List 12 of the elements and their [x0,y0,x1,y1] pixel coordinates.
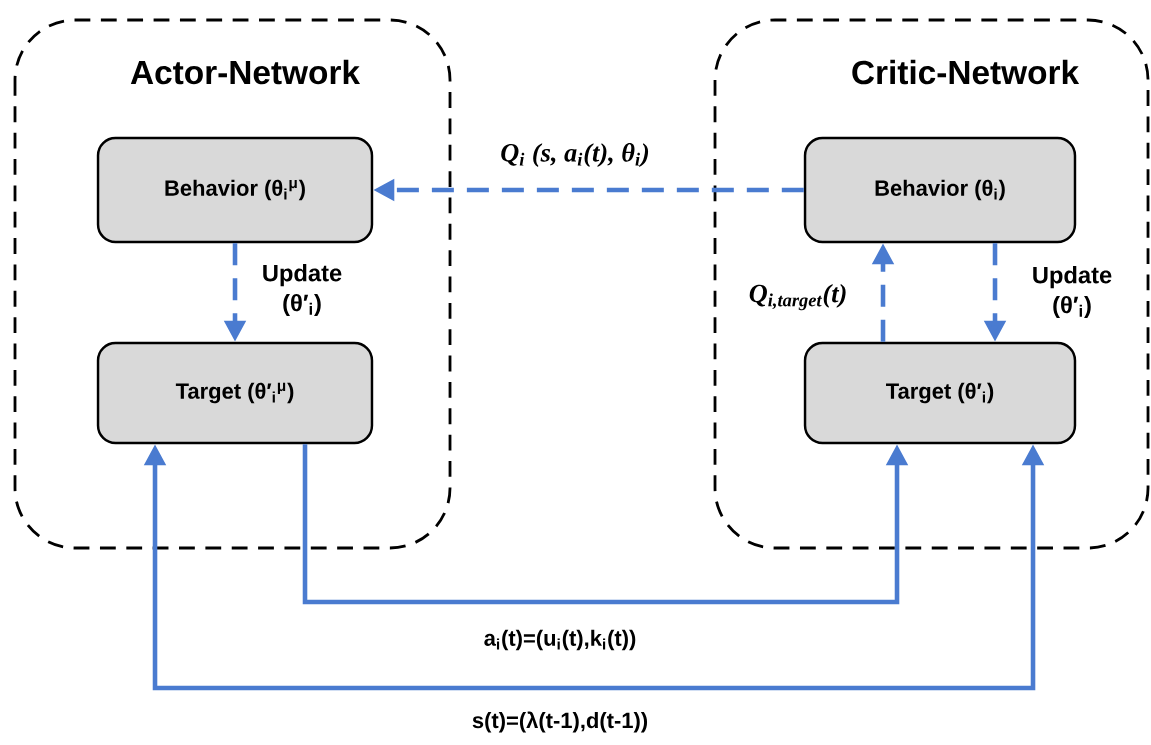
group-title: Actor-Network [130,59,360,85]
network-box: Behavior (θ$_{i}$) [803,136,1077,244]
edge-label: Update (θ′$_{i}$) [251,260,353,320]
edge-label: Q$_{i,target}$(t) [745,280,851,314]
group-title: Critic-Network [852,59,1080,85]
edge-label: a$_{i}$(t)=(u$_{i}$(t),k$_{i}$(t)) [480,626,640,654]
network-box: Target (θ′$_{i}$) [803,341,1077,445]
network-box: Behavior (θ$_{i}$$^{μ}$) [96,136,374,244]
edge-label: Update (θ′$_{i}$) [1021,262,1123,322]
network-box: Target (θ′$_{i}$$^{μ}$) [96,341,374,445]
edge-label: s(t)=(λ(t-1),d(t-1)) [468,708,652,737]
edge-label: Q$_{i}$ (s, a$_{i}$(t), θ$_{i}$) [496,139,654,171]
